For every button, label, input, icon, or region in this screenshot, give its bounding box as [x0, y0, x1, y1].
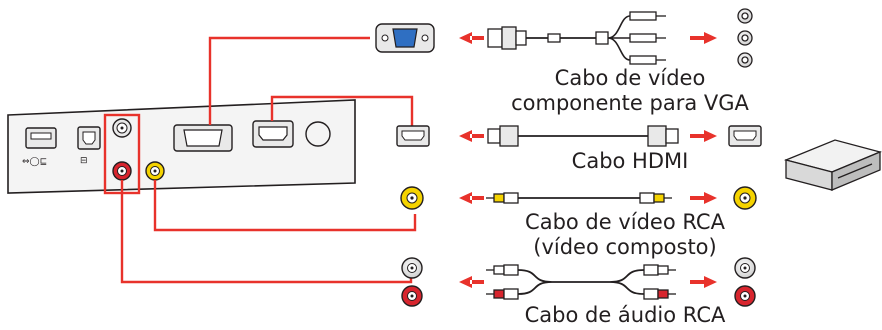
- svg-text:⇔◯⊑: ⇔◯⊑: [22, 157, 47, 167]
- panel-vga-port: [173, 124, 233, 152]
- arrow-right-icon: [690, 32, 717, 44]
- arrow-left-icon: [459, 192, 484, 204]
- rca-video-cable-label-line2: (vídeo composto): [533, 235, 717, 259]
- rca-audio-jacks-icon: [734, 257, 756, 307]
- rca-audio-jacks-icon: [401, 257, 423, 307]
- rca-video-jack-icon: [733, 186, 757, 210]
- projector-panel: ⇔◯⊑ ⊟: [7, 99, 356, 194]
- panel-hdmi-port: [252, 120, 294, 148]
- rca-audio-cable-label: Cabo de áudio RCA: [524, 303, 726, 327]
- rca-video-cable-label-line1: Cabo de vídeo RCA: [525, 210, 725, 234]
- panel-audio-white-jack: [112, 118, 132, 138]
- vga-cable-label-line2: componente para VGA: [511, 91, 749, 115]
- arrow-right-icon: [690, 192, 717, 204]
- rca-video-jack-icon: [400, 186, 424, 210]
- hdmi-cable-icon: [487, 125, 679, 147]
- rca-audio-cable-icon: [486, 264, 676, 300]
- arrow-left-icon: [459, 130, 484, 142]
- vga-cable-label-line1: Cabo de vídeo: [554, 66, 706, 90]
- vga-port-icon: [375, 23, 435, 53]
- vga-cable-label: Cabo de vídeo componente para VGA: [500, 66, 760, 116]
- usb-b-port-icon: ⊟: [77, 126, 101, 166]
- rca-video-cable-label: Cabo de vídeo RCA (vídeo composto): [490, 210, 760, 260]
- svg-text:⊟: ⊟: [80, 156, 88, 166]
- hdmi-cable-label: Cabo HDMI: [571, 149, 689, 173]
- arrow-right-icon: [690, 130, 717, 142]
- panel-audio-red-jack: [112, 161, 132, 181]
- vga-component-cable-icon: [487, 11, 666, 65]
- dvd-player-icon: [783, 139, 882, 191]
- hdmi-port-icon: [728, 125, 762, 147]
- rca-video-cable-icon: [486, 192, 672, 204]
- panel-video-yellow-jack: [145, 161, 165, 181]
- arrow-left-icon: [459, 276, 484, 288]
- arrow-right-icon: [690, 276, 717, 288]
- hdmi-port-icon: [396, 125, 430, 147]
- usb-a-port-icon: ⇔◯⊑: [22, 127, 57, 167]
- component-jacks-icon: [737, 8, 753, 68]
- arrow-left-icon: [459, 32, 484, 44]
- panel-round-port: [305, 121, 331, 147]
